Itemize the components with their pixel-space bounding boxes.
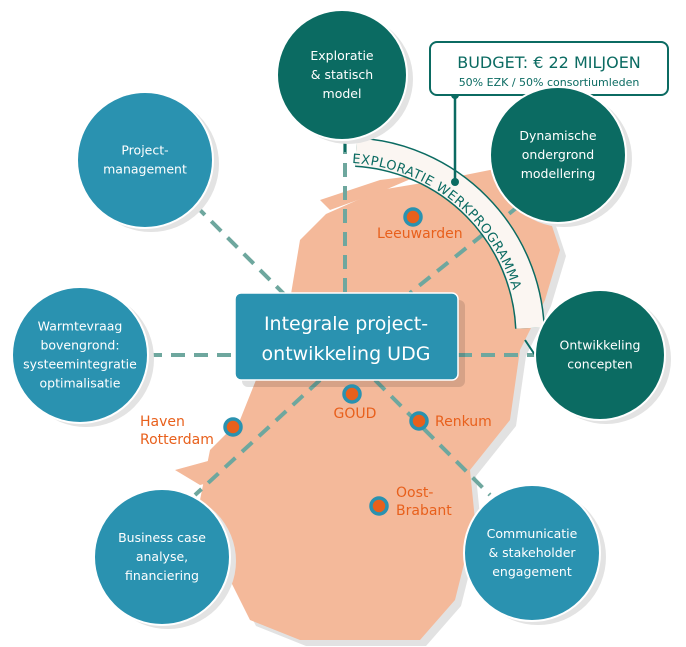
node-label-line: Project- (121, 143, 168, 158)
node-label-line: concepten (567, 357, 632, 372)
city-marker: Oost- Brabant (369, 485, 452, 519)
city-label: Renkum (435, 414, 492, 430)
city-label: Rotterdam (140, 432, 214, 448)
node-label-line: Ontwikkeling (560, 338, 641, 353)
city-label: GOUD (334, 406, 377, 422)
city-label: Leeuwarden (377, 226, 463, 242)
city-dot-icon (369, 496, 389, 516)
node-label-line: & stakeholder (488, 545, 576, 560)
budget-callout: BUDGET: € 22 MILJOEN 50% EZK / 50% conso… (429, 41, 669, 186)
city-label: Haven (140, 414, 185, 430)
node-label-line: optimalisatie (40, 376, 121, 391)
budget-title: BUDGET: € 22 MILJOEN (457, 53, 641, 72)
node-label-line: management (103, 162, 187, 177)
node-label-line: systeemintegratie (23, 357, 137, 372)
center-box: Integrale project- ontwikkeling UDG (234, 292, 465, 387)
city-dot-icon (409, 411, 429, 431)
city-dot-icon (403, 207, 423, 227)
node-exploratie: Exploratie & statisch model (276, 9, 413, 144)
node-label-line: Exploratie (310, 48, 374, 63)
node-label-line: modellering (521, 166, 596, 181)
city-marker: Renkum (409, 411, 492, 431)
node-label-line: financiering (125, 568, 199, 583)
node-label-line: model (323, 86, 362, 101)
node-label-line: engagement (492, 564, 572, 579)
node-project-management: Project-management (76, 91, 219, 232)
center-line-2: ontwikkeling UDG (262, 343, 431, 365)
node-label-line: Warmtevraag (38, 319, 123, 334)
node-label-line: & statisch (311, 67, 373, 82)
node-label-line: Dynamische (519, 128, 597, 143)
city-dot-icon (223, 417, 243, 437)
city-marker: GOUD (334, 384, 377, 422)
node-warmtevraag: Warmtevraag bovengrond: systeemintegratie o… (11, 286, 154, 427)
budget-subtitle: 50% EZK / 50% consortiumleden (459, 76, 640, 89)
node-communicatie: Communicatie & stakeholder engagement (463, 484, 606, 625)
node-label-line: Communicatie (487, 526, 578, 541)
node-label-line: analyse, (136, 549, 188, 564)
center-line-1: Integrale project- (264, 313, 428, 335)
node-label-line: bovengrond: (40, 338, 119, 353)
city-label: Oost- (396, 485, 433, 501)
node-business-case: Business case analyse, financiering (93, 488, 236, 629)
node-label-line: Business case (118, 530, 206, 545)
city-label: Brabant (396, 503, 452, 519)
city-dot-icon (342, 384, 362, 404)
node-label-line: ondergrond (522, 147, 594, 162)
city-marker: Leeuwarden (377, 207, 463, 242)
node-dynamische: Dynamische ondergrond modellering (489, 86, 632, 227)
node-ontwikkeling: Ontwikkeling concepten (534, 289, 671, 424)
